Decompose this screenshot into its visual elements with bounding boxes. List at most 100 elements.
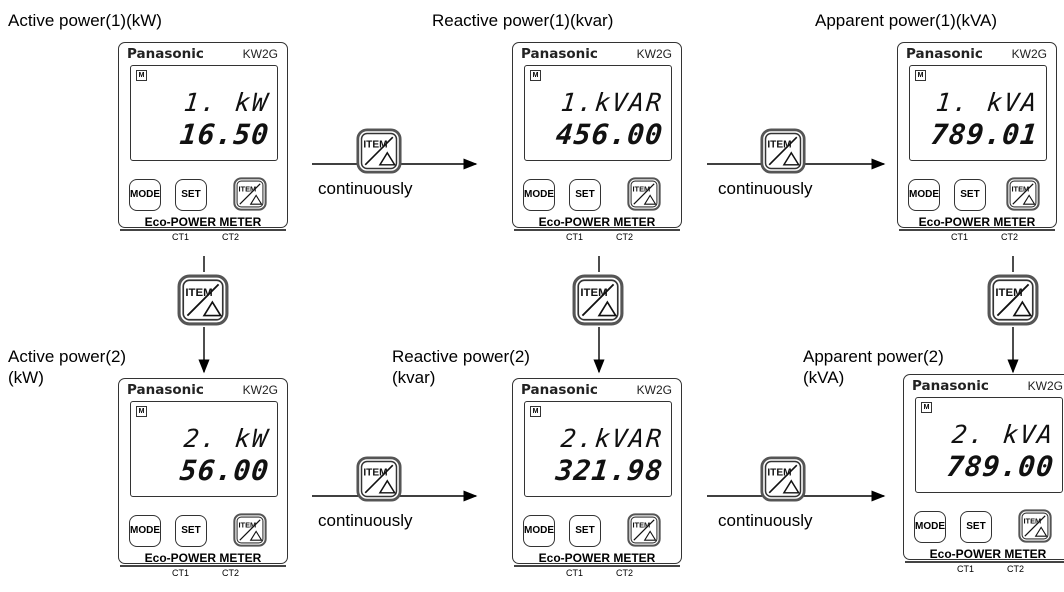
lcd-display: M 2. kVA 789.00	[915, 397, 1063, 493]
continuously-label: continuously	[718, 179, 813, 198]
ct2-label: CT2	[222, 232, 240, 242]
ct2-label: CT2	[1007, 564, 1025, 574]
m-indicator: M	[530, 70, 541, 81]
item-button[interactable]: ITEM	[1006, 177, 1040, 211]
m-indicator: M	[921, 402, 932, 413]
ct-terminal-line	[905, 561, 1064, 563]
svg-text:ITEM: ITEM	[767, 139, 791, 150]
meter-footer: Eco-POWER METER	[538, 551, 656, 565]
ct1-label: CT1	[566, 232, 584, 242]
ct1-label: CT1	[566, 568, 584, 578]
meter-apparent-power-1: Panasonic KW2G M 1. kVA 789.01 MODE SET …	[897, 42, 1057, 256]
mode-button[interactable]: MODE	[914, 511, 946, 543]
set-button[interactable]: SET	[175, 179, 207, 211]
set-button-label: SET	[181, 525, 201, 536]
mode-button[interactable]: MODE	[523, 179, 555, 211]
item-key-icon: ITEM	[987, 274, 1039, 331]
caption-line-2: (kVA)	[803, 368, 845, 387]
caption-active-power-1: Active power(1)(kW)	[8, 11, 162, 30]
lcd-value-line: 789.00	[945, 450, 1056, 483]
mode-button-label: MODE	[524, 189, 554, 200]
mode-button[interactable]: MODE	[129, 515, 161, 547]
item-key-glyph: ITEM	[987, 274, 1039, 326]
meter-apparent-power-2: Panasonic KW2G M 2. kVA 789.00 MODE SET …	[903, 374, 1064, 588]
item-button[interactable]: ITEM	[627, 513, 661, 547]
lcd-value-line: 456.00	[554, 118, 665, 151]
item-button[interactable]: ITEM	[233, 177, 267, 211]
lcd-item-line: 2. kVA	[950, 420, 1056, 449]
item-key-glyph: ITEM	[356, 128, 402, 174]
ct2-label: CT2	[1001, 232, 1019, 242]
ct-terminal-line	[899, 229, 1055, 231]
item-key-glyph: ITEM	[177, 274, 229, 326]
caption-line-1: Apparent power(2)	[803, 347, 944, 366]
meter-body: Panasonic KW2G M 2.kVAR 321.98 MODE SET …	[512, 378, 682, 565]
svg-text:ITEM: ITEM	[363, 139, 387, 150]
mode-button[interactable]: MODE	[523, 515, 555, 547]
set-button[interactable]: SET	[175, 515, 207, 547]
item-key-icon: ITEM	[760, 456, 806, 507]
meter-body: Panasonic KW2G M 2. kW 56.00 MODE SET IT…	[118, 378, 288, 565]
set-button[interactable]: SET	[569, 179, 601, 211]
brand-logo: Panasonic	[127, 382, 204, 398]
model-label: KW2G	[636, 383, 672, 397]
meter-footer: Eco-POWER METER	[144, 551, 262, 565]
meter-footer: Eco-POWER METER	[918, 215, 1036, 229]
mode-button[interactable]: MODE	[129, 179, 161, 211]
mode-button-label: MODE	[524, 525, 554, 536]
svg-text:ITEM: ITEM	[632, 520, 650, 529]
item-key-icon: ITEM	[356, 456, 402, 507]
item-key-glyph: ITEM	[233, 177, 267, 211]
model-label: KW2G	[636, 47, 672, 61]
lcd-value-line: 56.00	[177, 454, 271, 487]
mode-button-label: MODE	[130, 525, 160, 536]
lcd-display: M 2. kW 56.00	[130, 401, 278, 497]
model-label: KW2G	[1011, 47, 1047, 61]
set-button-label: SET	[575, 525, 595, 536]
set-button[interactable]: SET	[954, 179, 986, 211]
item-button[interactable]: ITEM	[233, 513, 267, 547]
lcd-display: M 1. kVA 789.01	[909, 65, 1047, 161]
item-key-icon: ITEM	[572, 274, 624, 331]
item-key-glyph: ITEM	[627, 513, 661, 547]
meter-active-power-2: Panasonic KW2G M 2. kW 56.00 MODE SET IT…	[118, 378, 288, 592]
m-indicator: M	[136, 406, 147, 417]
meter-footer: Eco-POWER METER	[538, 215, 656, 229]
mode-button-label: MODE	[915, 521, 945, 532]
ct2-label: CT2	[222, 568, 240, 578]
item-key-glyph: ITEM	[627, 177, 661, 211]
ct-terminal-line	[514, 229, 680, 231]
caption-apparent-power-2: Apparent power(2) (kVA)	[803, 346, 944, 388]
m-indicator: M	[915, 70, 926, 81]
svg-text:ITEM: ITEM	[995, 287, 1022, 299]
model-label: KW2G	[1027, 379, 1063, 393]
item-key-glyph: ITEM	[760, 128, 806, 174]
set-button-label: SET	[181, 189, 201, 200]
set-button-label: SET	[960, 189, 980, 200]
item-button[interactable]: ITEM	[1018, 509, 1052, 543]
lcd-value-line: 321.98	[554, 454, 665, 487]
item-key-glyph: ITEM	[572, 274, 624, 326]
ct2-label: CT2	[616, 232, 634, 242]
continuously-label: continuously	[718, 511, 813, 530]
mode-button[interactable]: MODE	[908, 179, 940, 211]
lcd-item-line: 1.kVAR	[559, 88, 665, 117]
svg-text:ITEM: ITEM	[1023, 516, 1041, 525]
lcd-value-line: 789.01	[929, 118, 1040, 151]
set-button[interactable]: SET	[569, 515, 601, 547]
item-button[interactable]: ITEM	[627, 177, 661, 211]
brand-logo: Panasonic	[127, 46, 204, 62]
item-key-icon: ITEM	[356, 128, 402, 179]
m-indicator: M	[136, 70, 147, 81]
lcd-item-line: 1. kVA	[934, 88, 1040, 117]
caption-line-2: (kvar)	[392, 368, 436, 387]
set-button-label: SET	[966, 521, 986, 532]
meter-body: Panasonic KW2G M 1.kVAR 456.00 MODE SET …	[512, 42, 682, 229]
caption-active-power-2: Active power(2) (kW)	[8, 346, 126, 388]
lcd-value-line: 16.50	[177, 118, 271, 151]
svg-text:ITEM: ITEM	[580, 287, 607, 299]
mode-button-label: MODE	[130, 189, 160, 200]
set-button[interactable]: SET	[960, 511, 992, 543]
ct-terminal-line	[120, 565, 286, 567]
svg-text:ITEM: ITEM	[185, 287, 212, 299]
